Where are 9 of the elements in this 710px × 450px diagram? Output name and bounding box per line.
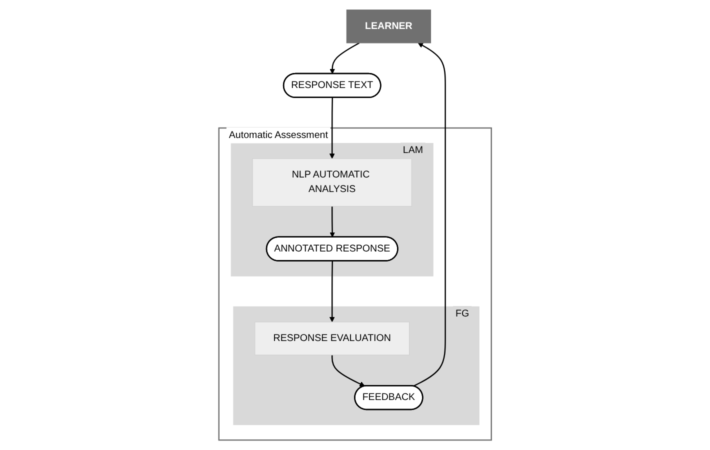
- node-box: RESPONSE EVALUATION: [254, 322, 410, 356]
- arrow: [330, 206, 335, 238]
- node-box: LEARNER: [346, 10, 431, 44]
- arrow: [412, 42, 446, 387]
- arrow: [329, 261, 335, 322]
- node-box: NLP AUTOMATIC ANALYSIS: [252, 158, 412, 207]
- arrow: [331, 355, 365, 386]
- arrow: [330, 42, 360, 74]
- arrow: [329, 98, 335, 159]
